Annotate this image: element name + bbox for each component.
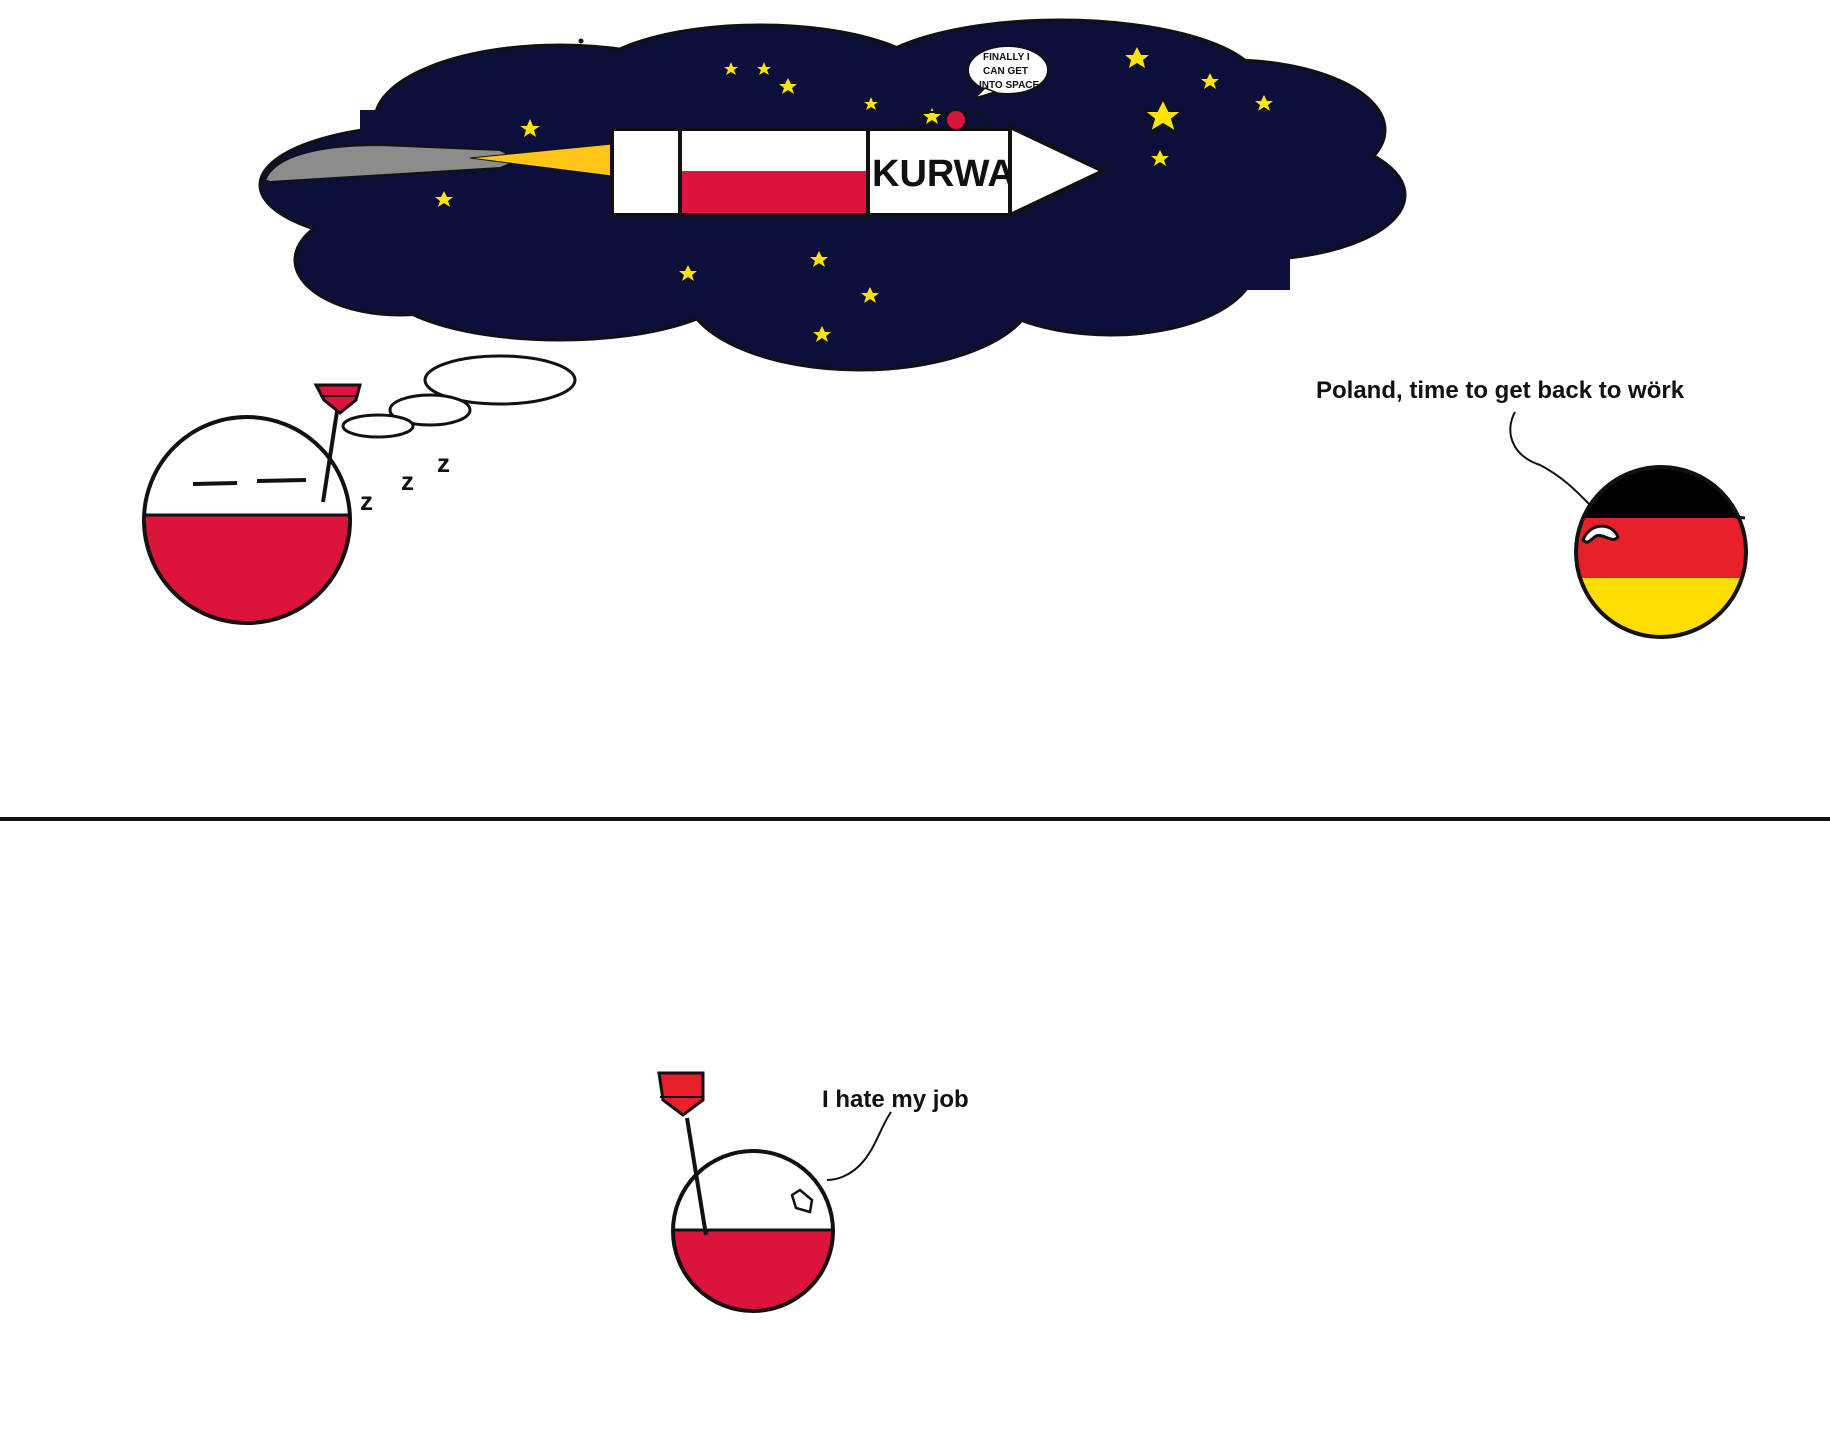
tired-eye — [790, 1188, 814, 1214]
star-icon — [520, 119, 540, 137]
star-icon — [1125, 47, 1149, 68]
star-icon — [1201, 73, 1219, 89]
star-icon — [923, 108, 941, 124]
rocket-tail-segment — [610, 127, 682, 217]
star-icon — [813, 326, 831, 342]
bubble-line-3: INTO SPACE — [979, 80, 1040, 91]
germany-ball — [1574, 465, 1748, 639]
star-icon — [864, 97, 878, 110]
star-icon — [1151, 150, 1169, 166]
star-icon — [757, 62, 771, 75]
star-icon — [810, 251, 828, 267]
sleep-z-2: z — [401, 466, 414, 496]
sleep-z-3: z — [437, 448, 450, 478]
poland-dialogue: I hate my job — [822, 1086, 969, 1113]
working-poland-ball — [657, 1071, 835, 1313]
germany-speech-tail — [1509, 411, 1591, 506]
rocket-label: KURWA — [872, 153, 1015, 195]
speck — [578, 38, 584, 44]
star-icon — [435, 191, 453, 207]
star-icon — [724, 62, 738, 75]
rocket-flag-segment — [678, 127, 870, 217]
closed-eye-left — [192, 481, 238, 486]
star-icon — [779, 78, 797, 94]
panel-top: KURWA FINALLY I CAN GET INTO SPACE — [142, 18, 1748, 639]
panel-bottom: I hate my job — [657, 1071, 969, 1313]
flag-pennant-icon — [657, 1071, 705, 1117]
rocket-label-segment — [866, 127, 1012, 217]
rocket: KURWA — [610, 109, 1108, 219]
astronaut-poland — [945, 109, 967, 131]
sleep-z-1: z — [360, 486, 373, 516]
closed-eye-right — [256, 478, 307, 483]
star-icon — [1255, 95, 1273, 111]
bubble-line-2: CAN GET — [983, 66, 1028, 77]
flag-pole — [321, 404, 340, 503]
thought-bubbles — [341, 354, 577, 439]
flag-pole — [685, 1117, 708, 1236]
germany-eye — [1581, 524, 1620, 544]
stars — [435, 47, 1273, 342]
poland-speech-tail — [826, 1111, 892, 1181]
rocket-nose — [1008, 123, 1108, 219]
bubble-line-1: FINALLY I — [983, 52, 1030, 63]
germany-dialogue: Poland, time to get back to wörk — [1316, 377, 1685, 404]
star-icon — [679, 265, 697, 281]
star-icon — [861, 287, 879, 303]
star-icon — [1141, 96, 1185, 135]
dream-speech-bubble: FINALLY I CAN GET INTO SPACE — [967, 45, 1049, 99]
flag-pennant-icon — [313, 383, 362, 415]
sleeping-poland-ball — [142, 383, 362, 625]
